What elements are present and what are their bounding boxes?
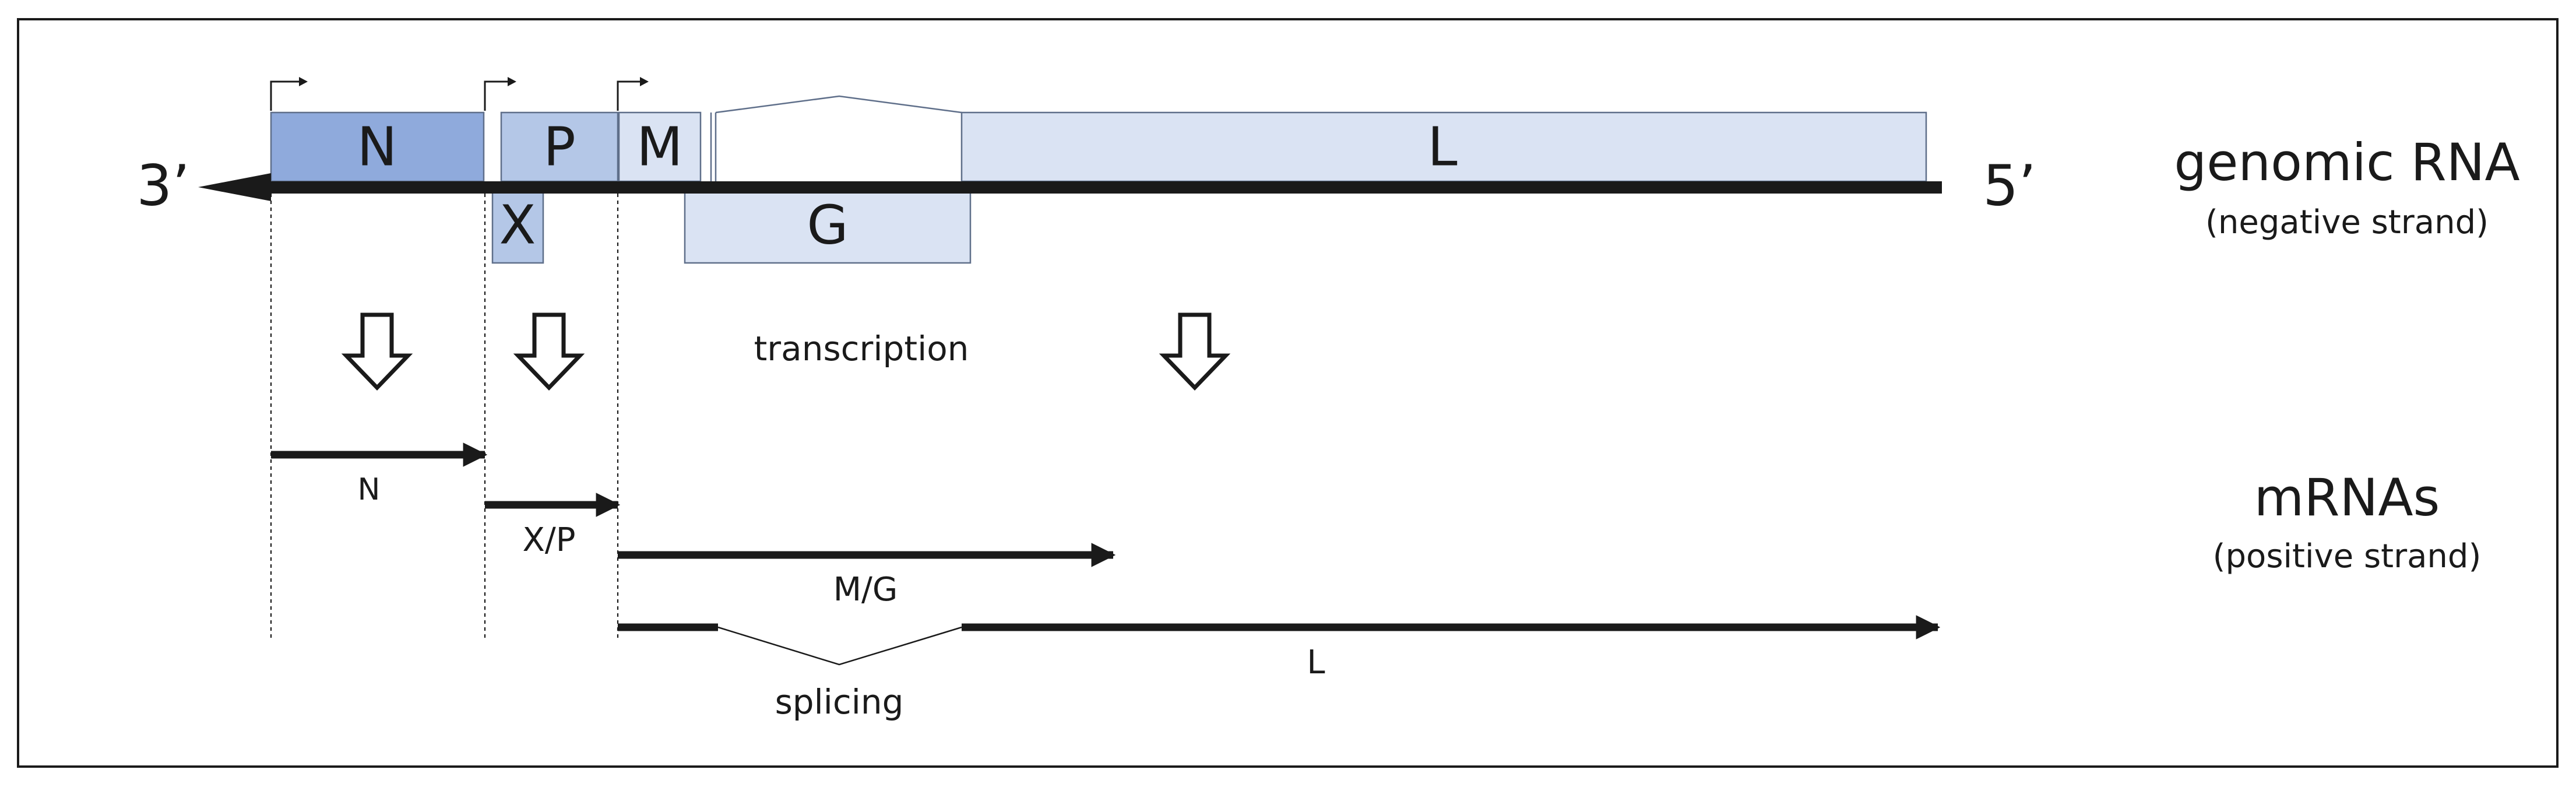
figure-frame <box>17 18 2559 768</box>
gene-label-p: P <box>543 115 575 178</box>
gene-label-x: X <box>499 194 536 256</box>
gene-box-l <box>960 111 1927 182</box>
mrna-label-xp: X/P <box>523 521 576 559</box>
gene-box-p <box>500 111 619 182</box>
transcription-label: transcription <box>754 329 969 368</box>
mrna-label-n: N <box>358 472 381 507</box>
genomic-strand-arrowhead <box>198 173 271 201</box>
transcription-arrow-2 <box>513 312 585 391</box>
splicing-label: splicing <box>775 682 904 722</box>
gene-label-l: L <box>1427 115 1457 178</box>
mrna-label-l: L <box>1307 644 1325 681</box>
mrna-label-mg: M/G <box>833 571 898 609</box>
strand-end-3prime: 3’ <box>136 153 190 218</box>
gene-box-m <box>618 111 702 182</box>
genomic-strand <box>265 181 1942 194</box>
promoter-arrow-m <box>617 77 649 111</box>
genomic-rna-subtitle: (negative strand) <box>2205 203 2489 241</box>
transcription-arrow-3 <box>1159 312 1231 391</box>
gene-label-g: G <box>807 194 848 256</box>
mrna-l <box>618 615 1941 666</box>
strand-end-5prime: 5’ <box>1983 153 2036 218</box>
intergenic-region <box>710 95 962 181</box>
mrnas-subtitle: (positive strand) <box>2213 537 2482 575</box>
promoter-arrow-n <box>270 77 308 111</box>
guide-lines <box>270 194 619 641</box>
genomic-rna-title: genomic RNA <box>2174 132 2519 192</box>
transcription-arrow-1 <box>341 312 413 391</box>
gene-label-m: M <box>636 115 682 178</box>
gene-label-n: N <box>357 115 397 178</box>
promoter-arrow-p <box>484 77 516 111</box>
mrnas-title: mRNAs <box>2254 468 2440 528</box>
